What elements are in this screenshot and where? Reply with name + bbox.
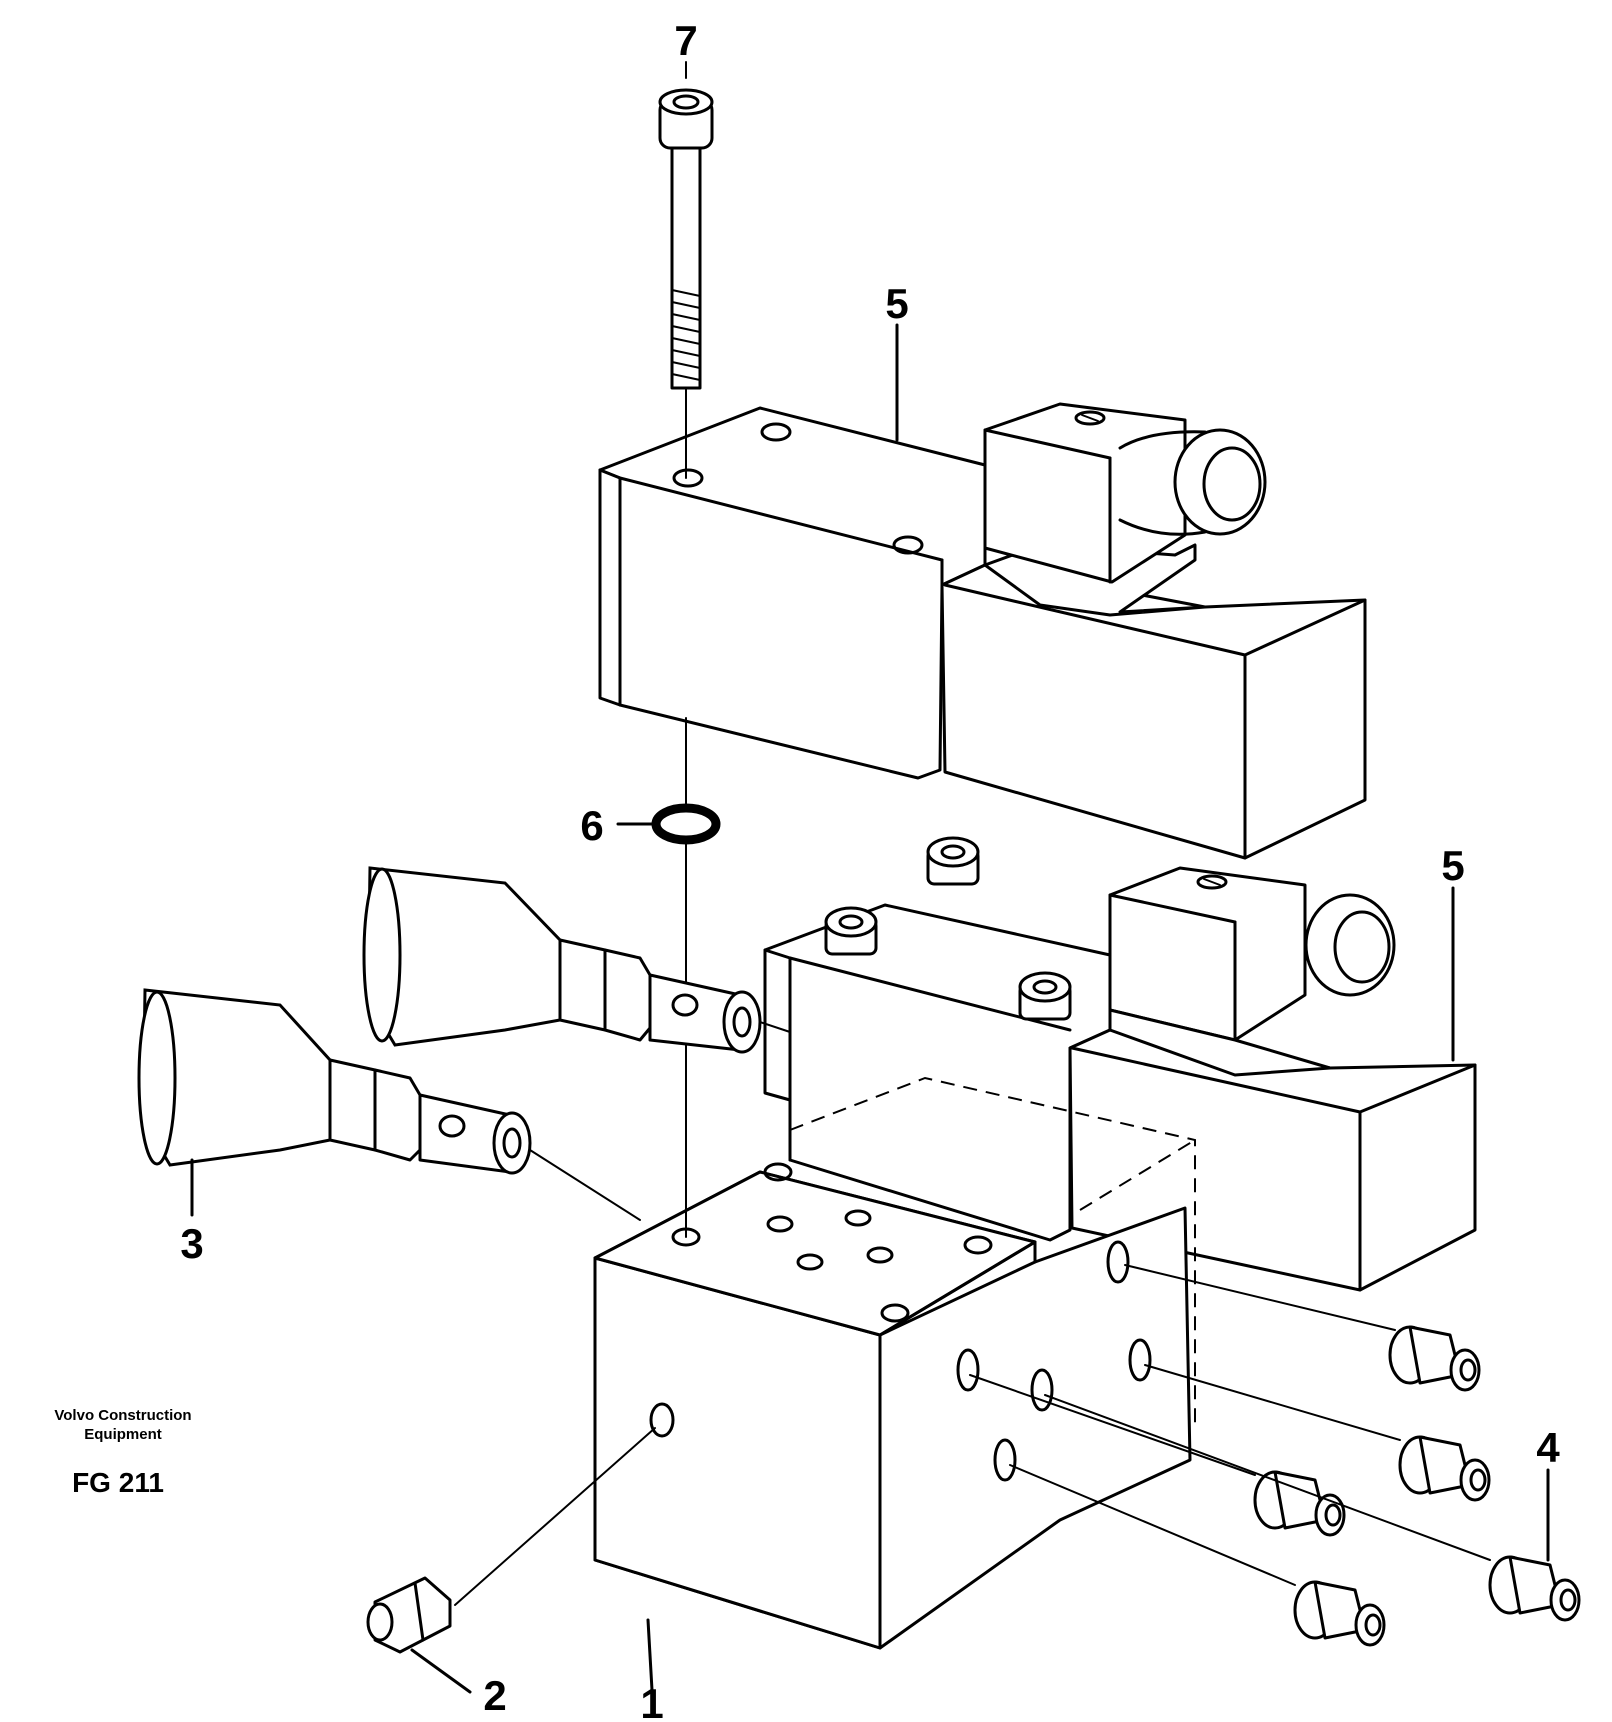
plug-e (1009, 1464, 1386, 1647)
caption-company-line2: Equipment (84, 1426, 162, 1443)
plug-d (1044, 1394, 1581, 1622)
figure-caption: Volvo Construction Equipment FG 211 (54, 1407, 191, 1498)
cartridge-upper (362, 866, 791, 1054)
label-part-2: 2 (483, 1672, 506, 1719)
label-part-7: 7 (674, 17, 697, 64)
label-part-6: 6 (580, 802, 603, 849)
cartridge-lower-part-3 (137, 988, 641, 1221)
plug-part-2 (366, 1427, 656, 1654)
upper-solenoid-valve (598, 402, 1367, 860)
label-part-4: 4 (1536, 1424, 1560, 1471)
label-part-5-lower: 5 (1441, 842, 1464, 889)
port-plugs-part-4 (969, 1264, 1581, 1647)
label-part-5-upper: 5 (885, 280, 908, 327)
plug-c (969, 1374, 1346, 1537)
bolt-part-7 (658, 61, 714, 479)
label-part-1: 1 (640, 1680, 663, 1722)
leader-lines (190, 323, 1550, 1694)
label-part-3: 3 (180, 1220, 203, 1267)
plug-a (1124, 1264, 1481, 1392)
valve-block-part-1 (593, 717, 1196, 1650)
plug-b (1144, 1364, 1491, 1502)
caption-company-line1: Volvo Construction (54, 1407, 191, 1424)
o-ring-part-6 (651, 803, 721, 845)
figure-code: FG 211 (72, 1467, 164, 1498)
part-labels: 7 5 5 6 3 4 2 1 (180, 17, 1560, 1722)
socket-head-bolts (824, 836, 1072, 1021)
